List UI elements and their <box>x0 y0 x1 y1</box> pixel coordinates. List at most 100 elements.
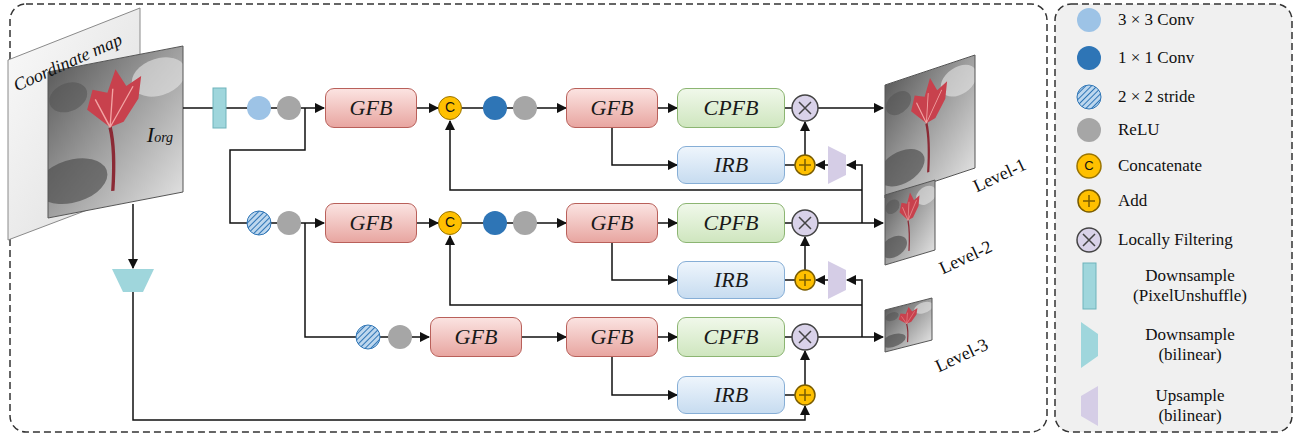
cpfb-block: CPFB <box>677 203 785 243</box>
gfb-block: GFB <box>325 88 417 128</box>
flow-arrow <box>612 243 677 280</box>
input-label: Coordinate map <box>11 30 126 96</box>
filter-symbol <box>792 210 818 236</box>
filter-symbols <box>792 95 818 350</box>
add-plus <box>799 274 811 286</box>
legend-stride-sample <box>1077 85 1101 109</box>
wire <box>804 237 806 270</box>
block-label: GFB <box>350 96 393 120</box>
add-plus <box>799 389 811 401</box>
block-label: GFB <box>455 325 498 349</box>
concat-node: C <box>438 211 462 235</box>
block-label: GFB <box>591 96 634 120</box>
wire <box>132 204 134 268</box>
legend-swatch <box>1077 118 1101 142</box>
block-label: CPFB <box>704 325 759 349</box>
flow-arrow <box>658 336 677 338</box>
output-image <box>881 298 933 353</box>
block-label: IRB <box>714 153 748 177</box>
flow-arrow <box>658 222 677 224</box>
legend-text: Add <box>1118 191 1147 211</box>
legend-symbol-text: C <box>1084 159 1093 173</box>
output-label: Level-1 <box>970 155 1029 197</box>
image-border <box>885 55 975 198</box>
cpfb-block: CPFB <box>677 88 785 128</box>
image-border <box>885 180 935 265</box>
feedback-wire <box>450 236 862 305</box>
gfb-block: GFB <box>566 203 658 243</box>
gfb-block: GFB <box>430 317 522 357</box>
flow-arrow <box>612 128 677 165</box>
flow-arrow <box>522 336 566 338</box>
block-label: C <box>445 100 455 115</box>
conv3-symbol <box>247 96 271 120</box>
wire <box>804 351 806 385</box>
legend-text: 3 × 3 Conv <box>1118 10 1194 30</box>
legend-upsample-sample <box>1081 386 1098 426</box>
legend-downsample-sample <box>1081 322 1098 368</box>
legend-filter-sample <box>1077 228 1101 252</box>
flow-arrow <box>417 107 438 109</box>
block-label: CPFB <box>704 96 759 120</box>
legend-pixelunshuffle-sample <box>1083 263 1096 309</box>
conv1-symbol <box>483 211 507 235</box>
legend-add-sample <box>1078 190 1100 212</box>
relu-symbol <box>513 211 537 235</box>
block-label: GFB <box>591 211 634 235</box>
legend-text: Downsample (PixelUnshuffle) <box>1130 266 1250 307</box>
wire <box>818 336 883 338</box>
wire <box>226 107 324 109</box>
legend-panel <box>1055 4 1292 432</box>
filter-cross <box>799 217 811 229</box>
filter-symbol <box>792 324 818 350</box>
output-label: Level-3 <box>932 335 991 377</box>
wire <box>818 107 883 109</box>
legend-text: Upsample (bilinear) <box>1130 386 1250 427</box>
legend-text: 1 × 1 Conv <box>1118 48 1194 68</box>
irb-block: IRB <box>677 146 785 184</box>
wire <box>183 107 213 109</box>
image-border <box>885 298 932 352</box>
block-label: CPFB <box>704 211 759 235</box>
relu-symbol <box>277 96 301 120</box>
stride-symbol <box>356 325 380 349</box>
legend-concat-sample <box>1077 154 1101 178</box>
legend-text: Locally Filtering <box>1118 230 1233 250</box>
wire <box>230 108 324 223</box>
cpfb-block: CPFB <box>677 317 785 357</box>
block-label: IRB <box>714 383 748 407</box>
flow-arrow <box>417 222 438 224</box>
downsample-symbol <box>112 269 154 292</box>
irb-block: IRB <box>677 261 785 299</box>
block-label: GFB <box>350 211 393 235</box>
irb-block: IRB <box>677 376 785 414</box>
wire <box>816 279 828 281</box>
add-plus <box>799 159 811 171</box>
wire <box>785 222 792 224</box>
main-panel <box>10 4 1047 432</box>
output-image <box>878 54 977 200</box>
pixelunshuffle-symbol <box>213 88 226 128</box>
filter-cross <box>799 102 811 114</box>
flow-arrow <box>658 107 677 109</box>
wire <box>818 222 883 224</box>
add-symbol <box>795 270 815 290</box>
wire <box>785 336 792 338</box>
wire <box>785 107 792 109</box>
add-symbol <box>795 385 815 405</box>
legend-swatch <box>1077 8 1101 32</box>
filter-symbol <box>792 95 818 121</box>
wire <box>847 165 862 223</box>
legend-text: 2 × 2 stride <box>1118 87 1195 107</box>
stride-symbol <box>247 211 271 235</box>
wire <box>785 164 795 166</box>
block-label: IRB <box>714 268 748 292</box>
add-symbols <box>795 155 815 405</box>
wire <box>785 279 795 281</box>
concat-node: C <box>438 96 462 120</box>
wire <box>133 292 805 420</box>
upsample-symbol <box>828 261 846 299</box>
wire <box>785 394 795 396</box>
gfb-block: GFB <box>566 317 658 357</box>
